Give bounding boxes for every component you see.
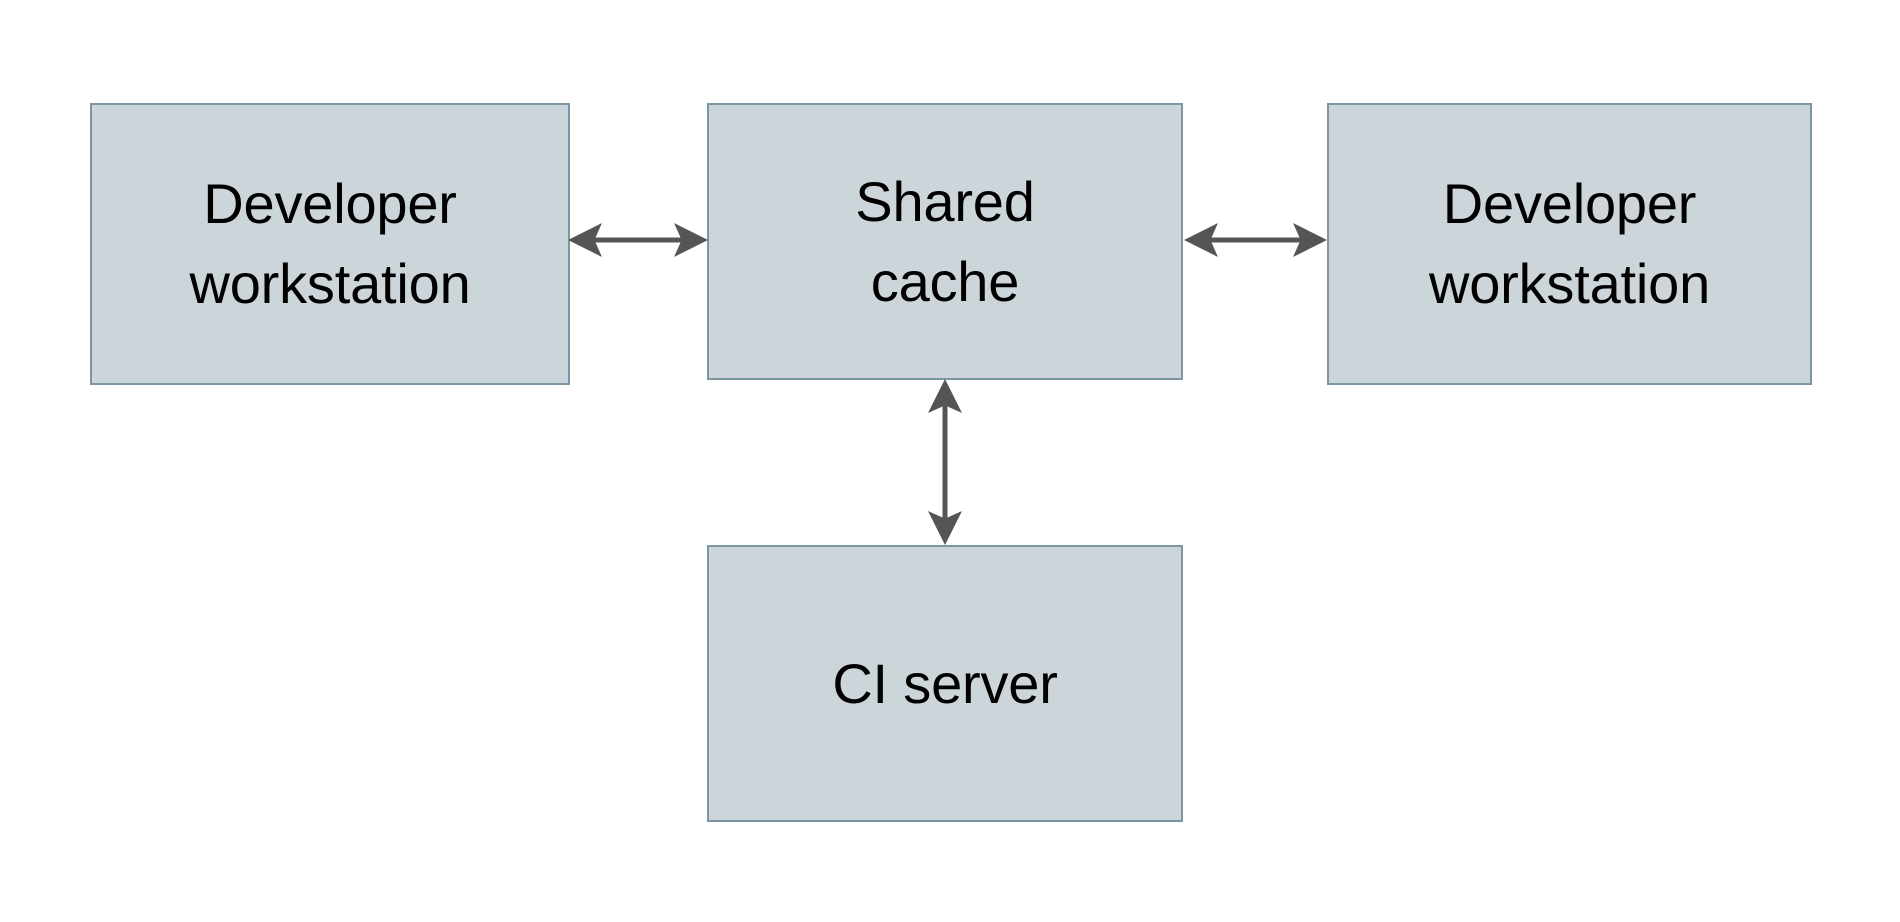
- node-shared-cache[interactable]: Shared cache: [707, 103, 1183, 380]
- node-label: CI server: [832, 651, 1058, 715]
- node-developer-workstation-right[interactable]: Developer workstation: [1327, 103, 1812, 385]
- double-arrow-icon: [568, 223, 708, 257]
- double-arrow-icon: [1184, 223, 1327, 257]
- connector-shared-cache-to-dev-right[interactable]: [1182, 214, 1329, 266]
- node-label: Shared cache: [855, 169, 1035, 313]
- node-label: Developer workstation: [189, 172, 471, 315]
- connector-shared-cache-to-ci-server[interactable]: [919, 377, 971, 547]
- node-ci-server[interactable]: CI server: [707, 545, 1183, 822]
- node-label: Developer workstation: [1428, 172, 1711, 315]
- node-developer-workstation-left[interactable]: Developer workstation: [90, 103, 570, 385]
- double-arrow-icon: [928, 379, 962, 545]
- connector-dev-left-to-shared-cache[interactable]: [566, 214, 710, 266]
